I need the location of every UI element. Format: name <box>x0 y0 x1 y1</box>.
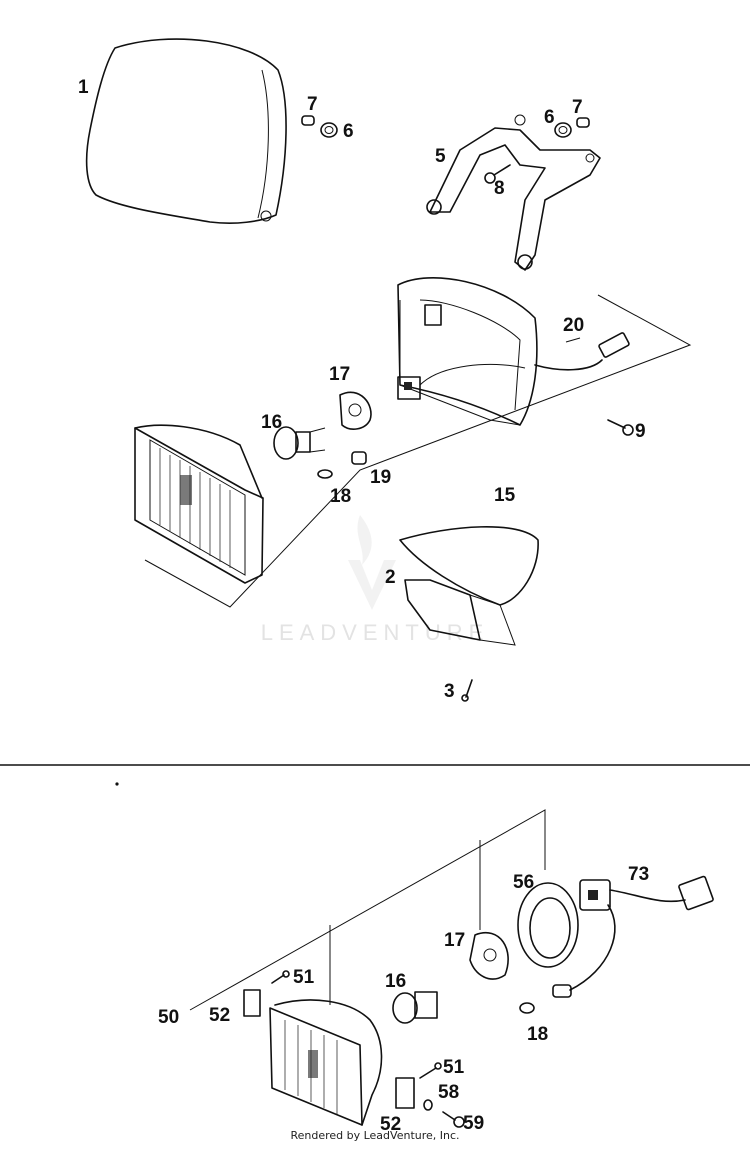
assembly-outline-part-15 <box>144 294 692 608</box>
label-part-73: 73 <box>628 864 649 885</box>
bulb-part-16-upper <box>273 426 326 460</box>
grommet-part-6-left <box>320 122 338 138</box>
label-part-1: 1 <box>78 77 89 98</box>
label-part-18-lower: 18 <box>527 1024 548 1045</box>
label-part-17-lower: 17 <box>444 930 465 951</box>
label-part-2: 2 <box>385 567 396 588</box>
label-part-3: 3 <box>444 681 455 702</box>
screw-part-59 <box>442 1111 465 1128</box>
wiring-harness-part-73 <box>552 875 714 998</box>
bulb-part-18-upper <box>317 469 333 479</box>
bracket-part-5 <box>426 114 601 271</box>
label-part-7-left: 7 <box>307 94 318 115</box>
bulb-part-18-lower <box>519 1002 535 1014</box>
bulb-holder-part-17-lower <box>469 932 509 980</box>
watermark-text: LEADVENTURE <box>261 620 490 645</box>
label-part-16-upper: 16 <box>261 412 282 433</box>
part-labels: 1 7 6 6 7 5 8 20 17 16 9 19 18 15 2 3 73… <box>78 77 649 1135</box>
label-part-20: 20 <box>563 315 584 336</box>
mounting-ring-part-56 <box>517 882 579 968</box>
grommet-part-6-right <box>554 122 572 138</box>
label-part-56: 56 <box>513 872 534 893</box>
headlight-lens-lower <box>269 999 383 1126</box>
label-part-52-right: 52 <box>380 1114 401 1135</box>
headlight-cover-part-1 <box>85 38 287 224</box>
label-part-15: 15 <box>494 485 516 506</box>
label-part-6-right: 6 <box>544 107 555 128</box>
screw-part-51-left <box>271 970 290 984</box>
clip-part-52-left <box>243 989 261 1017</box>
screw-part-3 <box>461 679 473 702</box>
label-part-18-upper: 18 <box>330 486 351 507</box>
assembly-outline-part-50 <box>189 809 546 1011</box>
spacer-part-7-left <box>301 115 315 126</box>
label-part-17-upper: 17 <box>329 364 350 385</box>
label-part-8: 8 <box>494 178 505 199</box>
footer-credit: Rendered by LeadVenture, Inc. <box>290 1129 460 1142</box>
label-part-7-right: 7 <box>572 97 583 118</box>
bulb-socket-part-19 <box>351 451 367 465</box>
washer-part-58 <box>423 1099 433 1111</box>
connector-part-20 <box>565 332 630 358</box>
label-part-50: 50 <box>158 1007 179 1028</box>
label-part-51-left: 51 <box>293 967 315 988</box>
bulb-part-16-lower <box>392 991 438 1024</box>
label-part-6-left: 6 <box>343 121 354 142</box>
screw-part-9 <box>607 419 634 436</box>
headlight-lens-upper <box>134 424 264 584</box>
clip-part-52-right <box>395 1077 415 1109</box>
stray-dot <box>115 782 119 786</box>
screw-part-51-right <box>419 1062 442 1079</box>
label-part-19: 19 <box>370 467 391 488</box>
label-part-16-lower: 16 <box>385 971 406 992</box>
bolt-part-8 <box>484 164 511 184</box>
bulb-holder-part-17-upper <box>339 391 372 430</box>
watermark-logo <box>348 515 396 610</box>
label-part-52-left: 52 <box>209 1005 230 1026</box>
label-part-59: 59 <box>463 1113 484 1134</box>
label-part-5: 5 <box>435 146 446 167</box>
label-part-51-right: 51 <box>443 1057 465 1078</box>
spacer-part-7-right <box>576 117 590 128</box>
visor-part-2 <box>399 526 539 646</box>
headlight-housing <box>397 277 603 426</box>
label-part-58: 58 <box>438 1082 459 1103</box>
label-part-9: 9 <box>635 421 646 442</box>
